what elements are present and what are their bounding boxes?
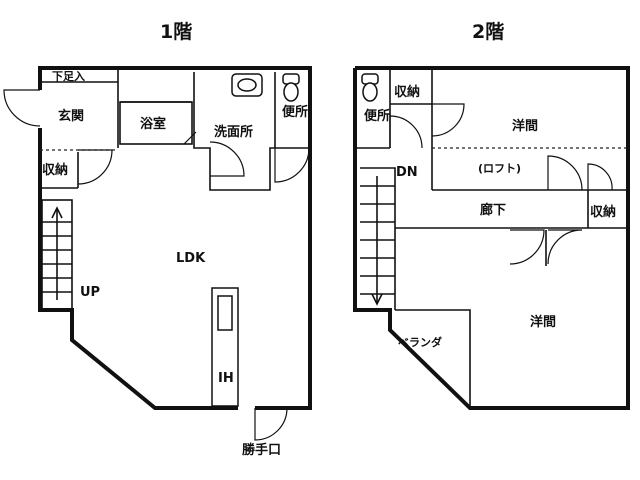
storage-door-swing: [77, 149, 113, 185]
label-loft: (ロフト): [478, 162, 521, 175]
storage-right-door-swing: [587, 163, 613, 191]
label-storage-top: 収納: [394, 84, 420, 100]
veranda-wall: [395, 309, 471, 408]
washroom-door-swing: [209, 141, 245, 177]
label-down: DN: [396, 165, 418, 180]
room1-door-swing: [431, 103, 465, 137]
label-hallway: 廊下: [480, 202, 506, 218]
label-toilet-2: 便所: [364, 108, 390, 124]
stairs-down-arrow-icon: [371, 293, 383, 306]
label-veranda: ベランダ: [398, 335, 442, 349]
entrance-door-swing: [3, 89, 41, 127]
washbasin-bowl: [237, 78, 257, 92]
stairs-outline: [41, 199, 73, 311]
floor-1-outer-wall: [38, 66, 312, 410]
label-ldk: LDK: [176, 251, 206, 266]
label-western-room-1: 洋間: [512, 118, 538, 134]
label-storage: 収納: [42, 162, 68, 178]
label-bath: 浴室: [140, 116, 166, 132]
label-washroom: 洗面所: [214, 124, 253, 140]
floor-2-plan: 2階: [353, 21, 630, 410]
room1-lower-door-swing: [547, 155, 583, 191]
washroom-wall: [193, 72, 310, 191]
stairs-up-arrow-icon: [51, 206, 63, 219]
floor-2-title: 2階: [472, 21, 504, 43]
toilet-bowl: [283, 82, 299, 102]
label-ih: IH: [218, 371, 234, 386]
stairs2-outline: [360, 167, 396, 310]
toilet2-door-swing: [389, 115, 423, 149]
label-back-door: 勝手口: [242, 442, 281, 458]
room2-door-right-swing: [547, 229, 583, 265]
floor-1-title: 1階: [160, 21, 192, 43]
label-up: UP: [80, 285, 100, 300]
label-shoe-storage: 下足入: [52, 70, 85, 83]
stairs2-treads: [360, 176, 395, 304]
toilet2-bowl: [362, 82, 378, 102]
label-toilet: 便所: [282, 104, 308, 120]
label-entrance: 玄関: [58, 108, 84, 124]
back-door-swing: [254, 407, 288, 441]
toilet-door-swing: [274, 147, 310, 183]
room2-door-left-swing: [509, 229, 545, 265]
stairs-treads: [42, 208, 72, 300]
label-western-room-2: 洋間: [530, 314, 556, 330]
kitchen-sink: [217, 295, 233, 331]
floor-1-outer-wall-2: [38, 128, 238, 410]
label-storage-right: 収納: [590, 204, 616, 220]
floor-1-plan: 1階: [3, 21, 312, 458]
floor-2-outer-wall: [353, 66, 630, 410]
